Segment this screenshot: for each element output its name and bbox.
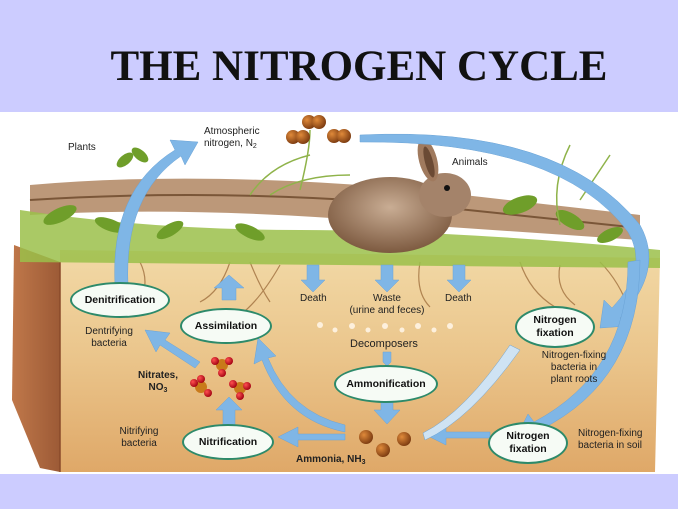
n2-molecules: [286, 115, 351, 144]
atmospheric-nitrogen-label: Atmospheric nitrogen, N2: [204, 126, 260, 153]
title-band: THE NITROGEN CYCLE: [0, 0, 678, 112]
atmospheric-line1: Atmospheric: [204, 126, 260, 137]
nfix-roots-line3: plant roots: [550, 374, 598, 385]
death-right-label: Death: [445, 293, 472, 304]
ammonia-subscript: 3: [361, 459, 366, 466]
rabbit: [328, 138, 471, 253]
death-left-label: Death: [300, 293, 327, 304]
nitrogen-fixing-roots-label: Nitrogen-fixing bacteria in plant roots: [534, 350, 614, 386]
nitrogen-fixing-soil-label: Nitrogen-fixing bacteria in soil: [578, 428, 642, 452]
nitrogen-cycle-diagram: Plants Atmospheric nitrogen, N2 Animals …: [0, 112, 678, 474]
nitrogen-fixation-upper-line1: Nitrogen: [533, 314, 577, 326]
denitrification-oval: Denitrification: [70, 282, 170, 318]
nitrogen-fixation-upper-oval: Nitrogen fixation: [515, 306, 595, 348]
denitrifying-bacteria-label: Dentrifying bacteria: [80, 326, 138, 350]
nitrifying-line2: bacteria: [121, 438, 157, 449]
nitrogen-fixation-lower-line1: Nitrogen: [506, 430, 550, 442]
nfix-roots-line2: bacteria in: [550, 362, 598, 373]
waste-label: Waste (urine and feces): [346, 293, 428, 317]
animals-label: Animals: [452, 157, 488, 168]
nitrogen-fixation-lower-line2: fixation: [509, 443, 547, 455]
bottom-band: [0, 474, 678, 509]
denitrifying-line1: Dentrifying: [85, 326, 133, 337]
nitrogen-fixation-lower-oval: Nitrogen fixation: [488, 422, 568, 464]
nitrates-line1: Nitrates,: [138, 370, 179, 381]
atmospheric-line2: nitrogen, N2: [204, 138, 260, 153]
plants-label: Plants: [68, 142, 96, 153]
nfix-soil-line2: bacteria in soil: [578, 440, 642, 451]
ammonia-molecules: [359, 430, 411, 457]
nfix-soil-line1: Nitrogen-fixing: [578, 428, 643, 439]
ammonia-text: Ammonia, NH: [296, 454, 362, 465]
denitrifying-line2: bacteria: [91, 338, 127, 349]
diagram-artwork: [12, 115, 660, 472]
nitrates-subscript: 3: [163, 387, 168, 394]
page-title: THE NITROGEN CYCLE: [110, 43, 608, 90]
nitrifying-line1: Nitrifying: [119, 426, 159, 437]
decomposers-label: Decomposers: [350, 338, 418, 350]
vegetation: [20, 129, 660, 268]
nitrification-oval: Nitrification: [182, 424, 274, 460]
nitrate-molecules: [190, 357, 251, 400]
ammonification-oval: Ammonification: [334, 365, 438, 403]
atmospheric-line2-text: nitrogen, N: [204, 138, 253, 149]
nfix-roots-line1: Nitrogen-fixing: [541, 350, 607, 361]
ammonia-label: Ammonia, NH3: [296, 454, 365, 469]
nitrogen-fixation-upper-line2: fixation: [536, 327, 574, 339]
nitrates-line2-text: NO: [148, 382, 164, 393]
waste-line2: (urine and feces): [349, 305, 425, 316]
nitrates-line2: NO3: [138, 382, 178, 397]
atmospheric-subscript: 2: [252, 143, 257, 150]
nitrates-label: Nitrates, NO3: [138, 370, 178, 397]
waste-line1: Waste: [373, 293, 401, 304]
assimilation-oval: Assimilation: [180, 308, 272, 344]
nitrifying-bacteria-label: Nitrifying bacteria: [114, 426, 164, 450]
